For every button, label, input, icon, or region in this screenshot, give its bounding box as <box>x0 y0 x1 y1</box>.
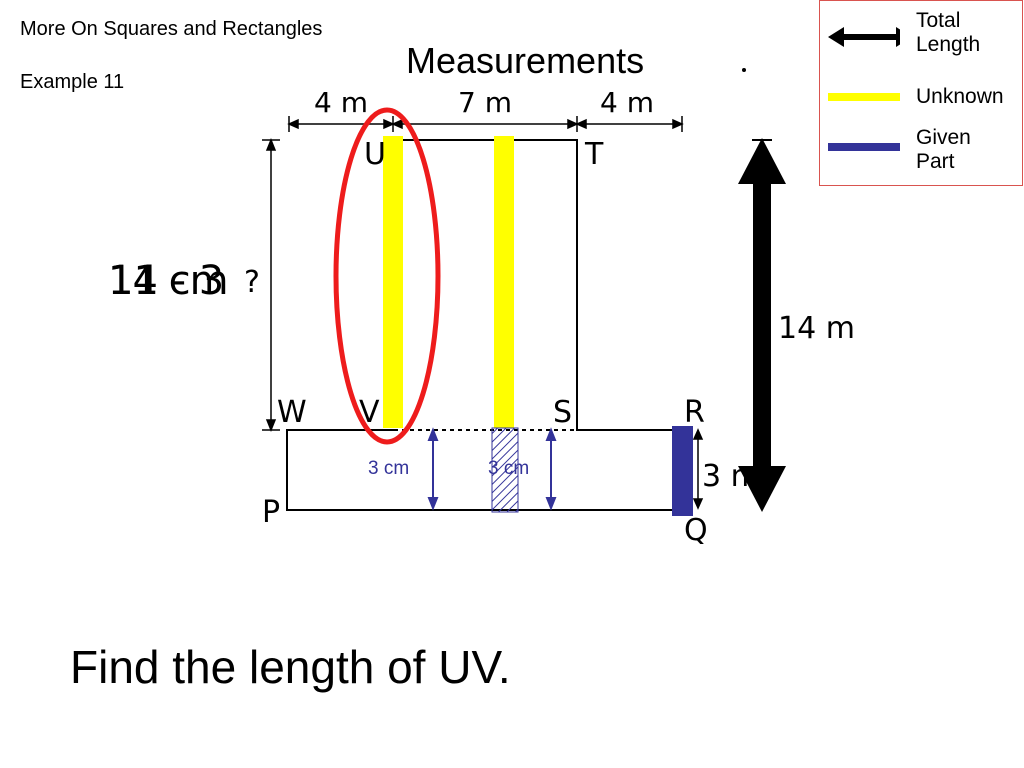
legend-total-length: Total Length <box>916 9 980 57</box>
unknown-bar-middle <box>494 136 514 428</box>
left-dimension-line <box>262 137 280 433</box>
unknown-bar-uv <box>383 136 403 428</box>
dim-top-left: 4 m <box>314 86 368 119</box>
dim-top-right: 4 m <box>600 86 654 119</box>
legend: Total Length Unknown Given Part <box>819 0 1023 186</box>
hatched-strip <box>491 427 519 513</box>
stray-dot <box>742 68 746 72</box>
diagram-title: Measurements <box>406 40 645 81</box>
small-label-right: 3 cm <box>488 458 529 479</box>
right-small-dimension <box>692 428 704 510</box>
double-arrow-icon <box>828 27 900 47</box>
legend-given-line2: Part <box>916 150 955 173</box>
dim-left-unknown: ? <box>244 265 260 300</box>
t-shape-outline <box>286 139 691 511</box>
legend-unknown: Unknown <box>916 85 1004 109</box>
slide-subtitle: More On Squares and Rectangles <box>20 18 323 40</box>
vertex-s: S <box>553 395 572 430</box>
example-label: Example 11 <box>20 71 125 93</box>
legend-unknown-line1: Unknown <box>916 85 1004 108</box>
dim-top-middle: 7 m <box>458 86 512 119</box>
blue-line-icon <box>828 143 900 151</box>
vertex-u: U <box>364 137 386 172</box>
overlay-expression-a: 14 cm <box>108 258 229 304</box>
blue-arrow-left <box>427 427 439 511</box>
blue-arrow-right <box>545 427 557 511</box>
top-dimension-line <box>287 116 684 132</box>
yellow-line-icon <box>828 93 900 101</box>
legend-icons <box>828 27 900 151</box>
vertex-r: R <box>684 395 705 430</box>
vertex-w: W <box>277 395 307 430</box>
legend-given-line1: Given <box>916 126 971 149</box>
question-text: Find the length of UV. <box>70 641 511 693</box>
highlight-ellipse <box>333 107 441 445</box>
vertex-t: T <box>584 137 604 172</box>
vertex-p: P <box>262 495 280 530</box>
given-part-bar <box>672 426 693 516</box>
legend-total-line1: Total <box>916 9 961 32</box>
small-label-left: 3 cm <box>368 458 409 479</box>
legend-given-part: Given Part <box>916 126 971 174</box>
legend-total-line2: Length <box>916 33 981 56</box>
dim-right-total: 14 m <box>778 311 855 346</box>
overlay-expression-b: 11 - 3 <box>108 258 225 304</box>
vertex-q: Q <box>684 513 708 548</box>
total-length-arrow <box>738 138 786 512</box>
